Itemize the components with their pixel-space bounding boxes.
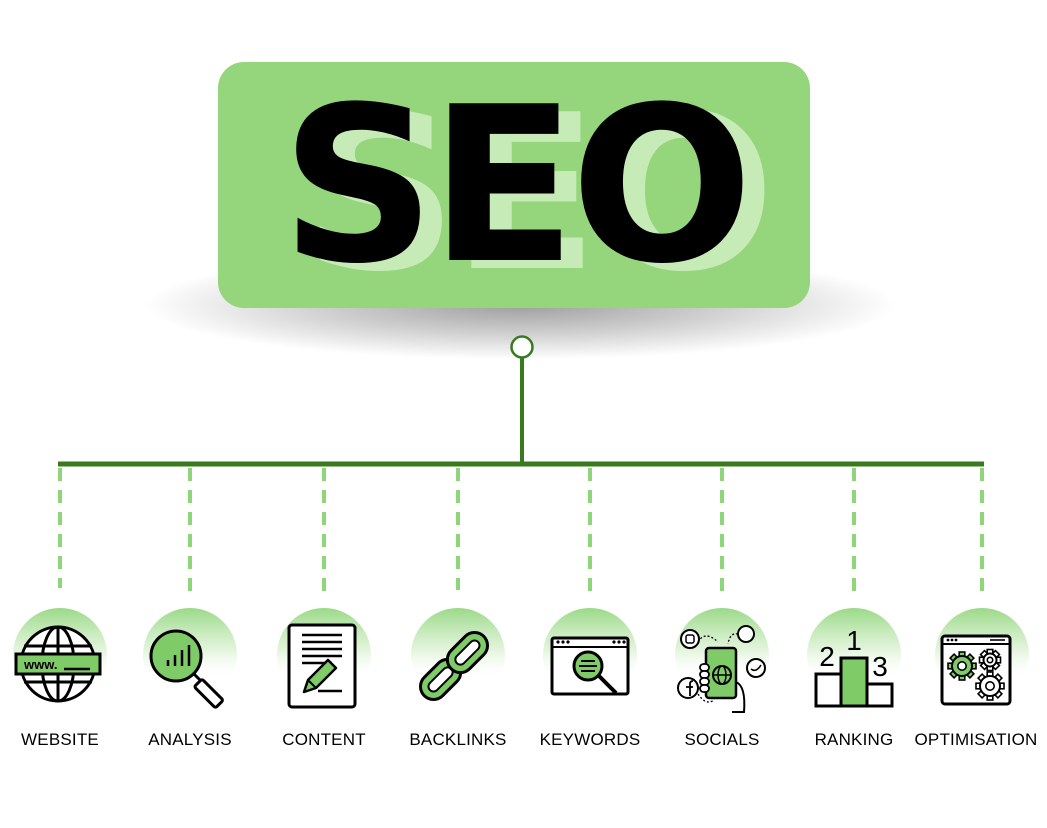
chain-link-icon [418, 630, 490, 702]
label-analysis: ANALYSIS [148, 730, 232, 749]
instagram-bubble [680, 629, 700, 649]
title-ghost: SEO [302, 67, 775, 319]
globe-www-icon: www. [14, 625, 102, 703]
www-text: www. [23, 657, 57, 672]
gear-medium [975, 671, 1005, 701]
label-socials: SOCIALS [684, 730, 760, 749]
label-backlinks: BACKLINKS [409, 730, 507, 749]
podium-icon: 213 [814, 625, 894, 708]
twitter-bubble [746, 658, 766, 678]
label-ranking: RANKING [814, 730, 894, 749]
title-text-wrap: SEO [218, 62, 810, 308]
label-website: WEBSITE [21, 730, 99, 749]
browser-gears-icon [940, 634, 1012, 706]
rank-2-text: 2 [819, 641, 835, 672]
label-keywords: KEYWORDS [539, 730, 641, 749]
title-card [218, 62, 810, 308]
rank-1-text: 1 [846, 625, 862, 656]
phone-social-icon [677, 625, 766, 713]
page-title: SEO [280, 59, 753, 311]
chat-bubble [737, 625, 755, 643]
magnifier-chart-icon [149, 629, 224, 709]
document-pencil-icon [287, 623, 357, 709]
gear-large [947, 651, 977, 681]
label-content: CONTENT [282, 730, 366, 749]
gear-small [978, 648, 1002, 672]
browser-search-icon [550, 636, 630, 696]
junction-node [510, 335, 534, 359]
facebook-bubble [677, 677, 699, 699]
label-optimisation: OPTIMISATION [914, 730, 1038, 749]
rank-3-text: 3 [872, 651, 888, 682]
